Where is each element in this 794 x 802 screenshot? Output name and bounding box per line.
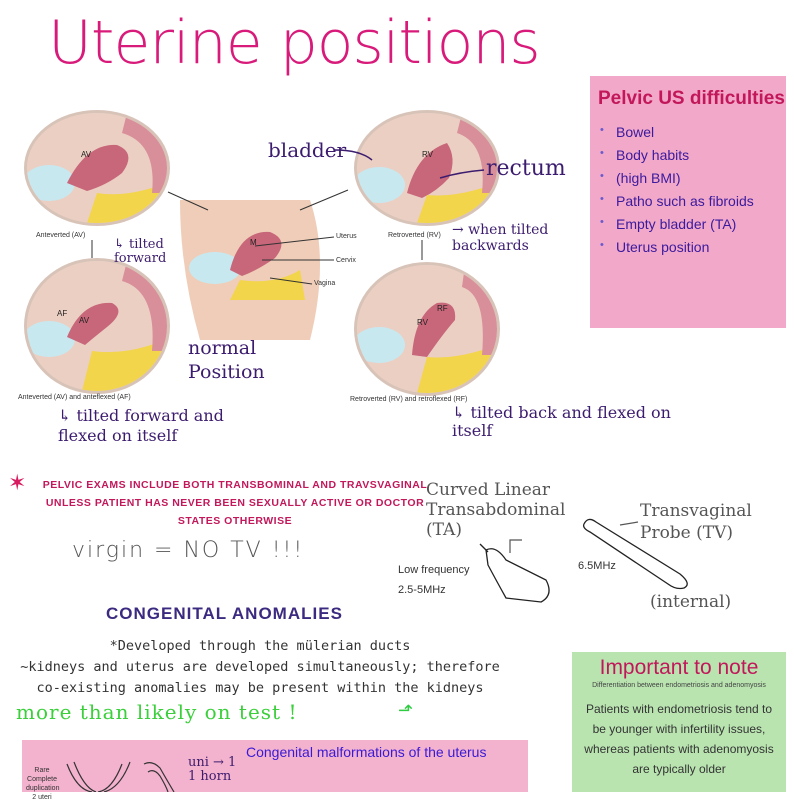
arrow-up-icon: ⬏ (398, 700, 414, 720)
one-horn-text: 1 horn (188, 769, 232, 784)
exam-note-line1: PELVIC EXAMS INCLUDE BOTH TRANSBOMINAL A… (42, 479, 428, 491)
exam-note: PELVIC EXAMS INCLUDE BOTH TRANSBOMINAL A… (20, 476, 450, 530)
annotation-rectum: rectum (486, 156, 566, 181)
annotation-tilted-flexed: ↳ tilted forward and flexed on itself (58, 406, 224, 445)
exam-note-line2: UNLESS PATIENT HAS NEVER BEEN SEXUALLY A… (45, 497, 425, 509)
caption-rv: Retroverted (RV) (388, 232, 441, 239)
uni-text: uni → 1 (188, 755, 237, 770)
uterus-normal-illustration: M (180, 200, 320, 340)
caption-avaf: Anteverted (AV) and anteflexed (AF) (18, 394, 131, 401)
test-note: more than likely on test ! (16, 700, 298, 724)
duplication-uterus-icon (66, 761, 131, 792)
important-subtitle: Differentiation between endometriosis an… (592, 682, 766, 689)
annotation-tilted-back: ↳ tilted back and flexed on itself (452, 403, 671, 440)
difficulty-item: Uterus position (598, 239, 786, 255)
label-av2-inner: AV (79, 316, 90, 325)
congenital-malformations-panel: Congenital malformations of the uterus R… (22, 740, 528, 801)
tv-internal-label: (internal) (650, 592, 732, 612)
congenital-bar-title: Congenital malformations of the uterus (246, 744, 487, 760)
avaf-diagram: AF AV (24, 258, 170, 394)
rare-label: Rare Complete duplication 2 uteri (26, 766, 60, 802)
label-af-inner: AF (57, 309, 67, 318)
caption-vagina: Vagina (314, 280, 336, 287)
difficulties-list: Bowel Body habits (high BMI) Patho such … (598, 124, 786, 255)
difficulty-item: Bowel (598, 124, 786, 140)
uterus-avaf-illustration: AF AV (27, 261, 167, 391)
difficulties-title: Pelvic US difficulties (598, 88, 785, 109)
star-icon: ✶ (8, 470, 27, 495)
annotation-bladder: bladder (268, 138, 347, 162)
important-title: Important to note (599, 656, 759, 679)
congenital-line2: ~kidneys and uterus are developed simult… (20, 659, 500, 675)
tv-probe-label: Transvaginal Probe (TV) (640, 501, 752, 543)
annotation-when-tilted: → when tilted backwards (452, 222, 549, 254)
virgin-note: virgin = NO TV !!! (72, 538, 305, 563)
tv-probe-icon (582, 518, 688, 590)
label-rv2-inner: RV (417, 318, 429, 327)
normal-position-diagram: M (180, 200, 330, 340)
rvrf-diagram: RF RV (354, 262, 500, 396)
caption-rvrf: Retroverted (RV) and retroflexed (RF) (350, 396, 468, 403)
label-rf-inner: RF (437, 304, 448, 313)
complete-text: Complete duplication (26, 776, 60, 792)
tv-frequency: 6.5MHz (578, 560, 616, 572)
unicornuate-uterus-icon (143, 762, 175, 792)
av-diagram: AV (24, 110, 170, 226)
two-uteri-text: 2 uteri (32, 794, 52, 801)
uterus-rvrf-illustration: RF RV (357, 265, 497, 393)
rare-text: Rare (34, 767, 50, 774)
label-m-inner: M (250, 238, 257, 247)
difficulty-item: Empty bladder (TA) (598, 216, 786, 232)
exam-note-line3: STATES OTHERWISE (177, 515, 293, 527)
unicornuate-note: uni → 1 1 horn (188, 756, 236, 784)
rv-diagram: RV (354, 110, 500, 226)
caption-av: Anteverted (AV) (36, 232, 86, 239)
important-body: Patients with endometriosis tend to be y… (584, 702, 774, 776)
caption-cervix: Cervix (336, 257, 356, 264)
difficulty-item: Body habits (598, 147, 786, 163)
congenital-line1: *Developed through the mülerian ducts (109, 638, 411, 654)
ta-frequency: Low frequency 2.5-5MHz (398, 564, 470, 596)
uterus-rv-illustration: RV (357, 113, 497, 223)
annotation-tilted-forward: ↳ tilted forward (114, 237, 167, 266)
uterus-av-illustration: AV (27, 113, 167, 223)
ta-probe-label: Curved Linear Transabdominal (TA) (426, 480, 566, 540)
important-note-panel: Important to note Differentiation betwee… (572, 652, 786, 792)
annotation-normal-position: normal Position (188, 337, 265, 383)
label-rv-inner: RV (422, 150, 434, 159)
label-av-inner: AV (81, 150, 92, 159)
difficulty-item: Patho such as fibroids (598, 193, 786, 209)
congenital-line3: co-existing anomalies may be present wit… (36, 680, 484, 696)
congenital-text: *Developed through the mülerian ducts ~k… (10, 636, 510, 699)
ta-probe-icon (479, 543, 550, 603)
page-title: Uterine positions (48, 8, 541, 78)
caption-uterus: Uterus (336, 233, 357, 240)
difficulties-panel: Pelvic US difficulties Bowel Body habits… (590, 76, 786, 328)
congenital-title: CONGENITAL ANOMALIES (106, 604, 343, 623)
difficulty-item: (high BMI) (598, 170, 786, 186)
